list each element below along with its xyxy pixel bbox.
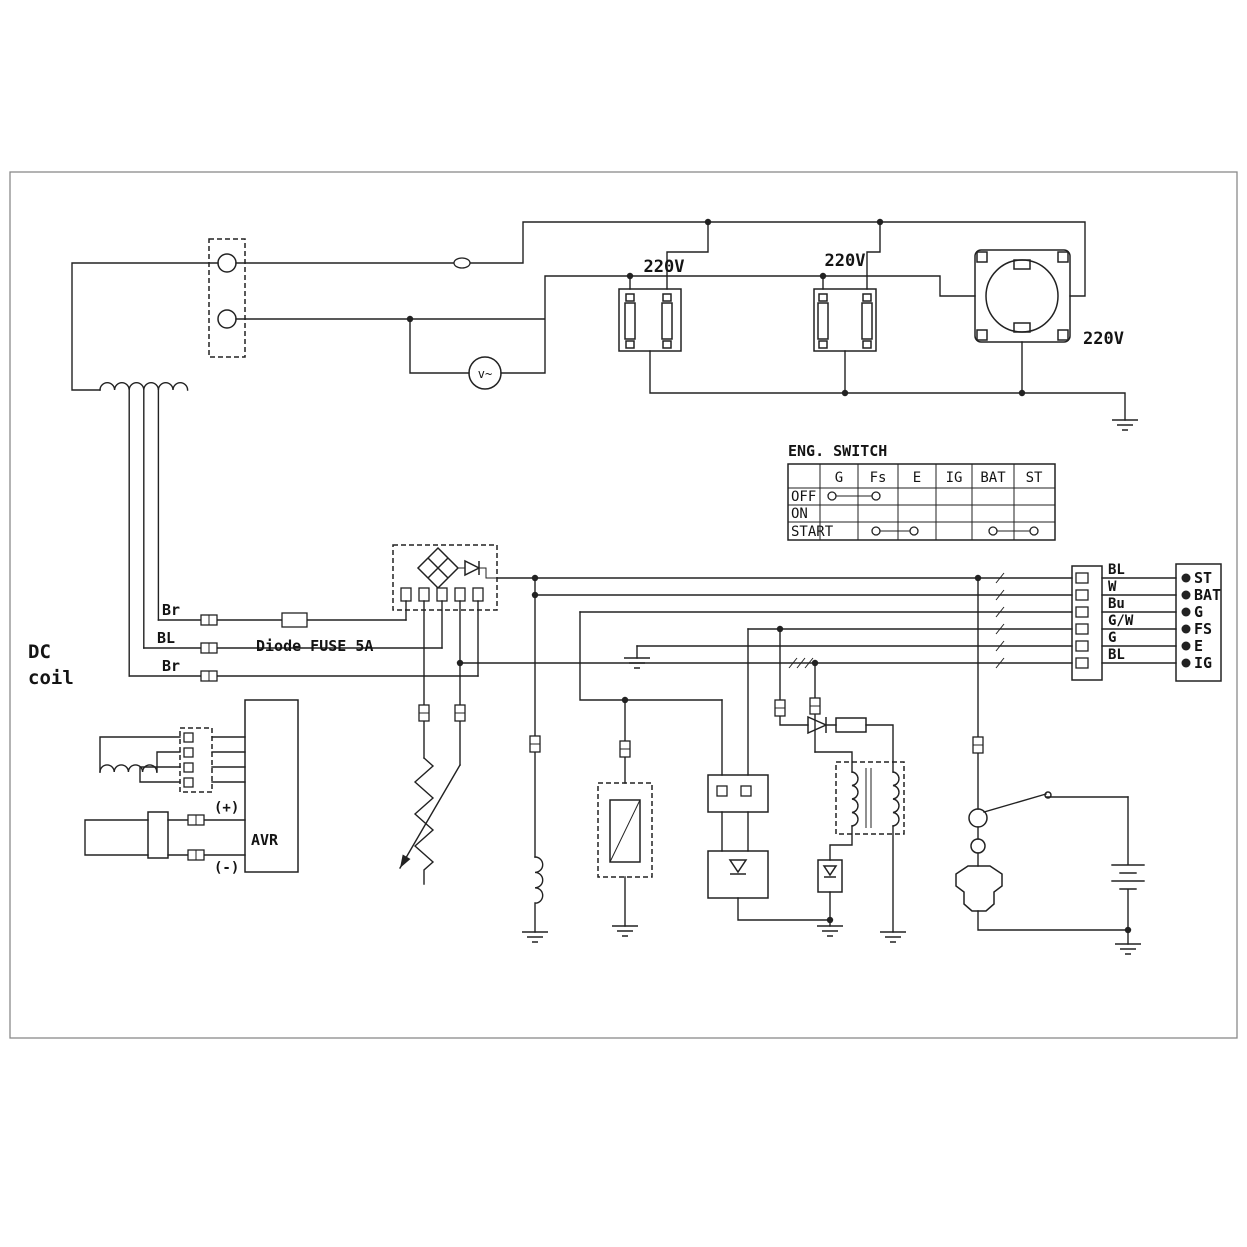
- connector-block: BL W Bu G/W G BL: [1071, 562, 1177, 681]
- wire-label-br-bot: Br: [162, 657, 180, 675]
- generator-winding: [71, 262, 219, 677]
- ignition-coil: [814, 751, 907, 943]
- outlet-220v-2: 220V: [813, 251, 877, 352]
- oil-level-sensor: [597, 699, 653, 937]
- connector-pin: [200, 670, 218, 682]
- connector-pin: [187, 814, 205, 826]
- minus-label: (-): [214, 860, 239, 876]
- dc-coil-line1: DC: [28, 641, 51, 663]
- ground-symbol: [816, 925, 844, 937]
- connector-pin: [774, 699, 786, 717]
- outlet-220v-round: 220V: [974, 249, 1124, 349]
- dc-coil-line2: coil: [28, 667, 74, 689]
- harness-wires: [459, 572, 1073, 858]
- switch-contacts: [827, 491, 1039, 536]
- wire-color-gw: G/W: [1108, 613, 1134, 629]
- connector-pin: [200, 642, 218, 654]
- terminal-strip: ST BAT G FS E IG: [1175, 563, 1222, 682]
- connector-pin: [809, 697, 821, 715]
- switch-col-fs: Fs: [870, 470, 887, 486]
- connector-pin: [418, 704, 430, 722]
- starter-relay: [968, 791, 1129, 867]
- control-relay: [707, 628, 769, 852]
- switch-col-g: G: [835, 470, 843, 486]
- wire-color-g: G: [1108, 630, 1116, 646]
- diode-fuse: Diode FUSE 5A: [256, 612, 373, 655]
- avr-label: AVR: [251, 831, 279, 849]
- connector-pin: [187, 849, 205, 861]
- switch-row-on: ON: [791, 506, 808, 522]
- terminal-fs: FS: [1194, 620, 1212, 638]
- switch-col-st: ST: [1026, 470, 1043, 486]
- terminal-st: ST: [1194, 569, 1212, 587]
- connector-pin: [200, 614, 218, 626]
- outlet-ground-bus: [649, 341, 1139, 431]
- connector-pin: [529, 735, 541, 753]
- wire-label-bl-mid: BL: [157, 629, 175, 647]
- switch-row-off: OFF: [791, 489, 816, 505]
- ground-symbol: [879, 931, 907, 943]
- exciter-connector: [99, 727, 246, 793]
- outlet-220v-1: 220V: [618, 257, 685, 352]
- choke-coil: [521, 856, 549, 943]
- battery: [1111, 796, 1145, 955]
- line-fuse: [453, 257, 471, 269]
- voltmeter: v~: [468, 356, 502, 390]
- switch-row-start: START: [791, 524, 834, 540]
- dc-coil-label: DC coil: [28, 641, 74, 689]
- switch-col-ig: IG: [946, 470, 963, 486]
- eng-switch-table: ENG. SWITCH G Fs E IG BAT ST OFF ON STAR…: [787, 442, 1056, 541]
- drawing-border: [9, 171, 1238, 1039]
- wire-color-bl-2: BL: [1108, 647, 1125, 663]
- connector-pin: [972, 736, 984, 754]
- rheostat: [399, 757, 461, 885]
- wire-label-br-top: Br: [162, 601, 180, 619]
- ground-symbol: [1114, 943, 1142, 955]
- main-terminal-block: [208, 238, 246, 358]
- plus-label: (+): [214, 800, 239, 816]
- rectifier-module: [392, 544, 498, 766]
- outlet-3-voltage-label: 220V: [1083, 329, 1124, 349]
- terminal-g: G: [1194, 603, 1203, 621]
- series-resistor: [835, 717, 867, 733]
- ground-symbol: [611, 925, 639, 937]
- switch-col-bat: BAT: [980, 470, 1006, 486]
- starter-motor: [955, 865, 1129, 931]
- terminal-ig: IG: [1194, 654, 1212, 672]
- neutral-bus-wiring: [235, 272, 976, 374]
- voltmeter-label: v~: [478, 367, 492, 381]
- zener-diode: [816, 859, 844, 937]
- wire-color-w: W: [1108, 579, 1117, 595]
- diode-fuse-label: Diode FUSE 5A: [256, 637, 373, 655]
- switch-col-e: E: [913, 470, 921, 486]
- connector-pin: [619, 740, 631, 758]
- terminal-e: E: [1194, 637, 1203, 655]
- ground-symbol: [521, 931, 549, 943]
- wire-color-bu: Bu: [1108, 596, 1125, 612]
- ground-symbol: [1111, 419, 1139, 431]
- avr-unit: AVR: [244, 699, 299, 873]
- scr-unit: [707, 850, 834, 924]
- field-sensor: (+) (-): [84, 800, 246, 876]
- eng-switch-title: ENG. SWITCH: [788, 442, 887, 460]
- connector-pin: [454, 704, 466, 722]
- trigger-diode: [779, 628, 894, 773]
- outlet-2-voltage-label: 220V: [825, 251, 866, 271]
- outlet-1-voltage-label: 220V: [644, 257, 685, 277]
- terminal-bat: BAT: [1194, 586, 1221, 604]
- live-bus-wiring: [235, 218, 1086, 297]
- wire-color-bl-1: BL: [1108, 562, 1125, 578]
